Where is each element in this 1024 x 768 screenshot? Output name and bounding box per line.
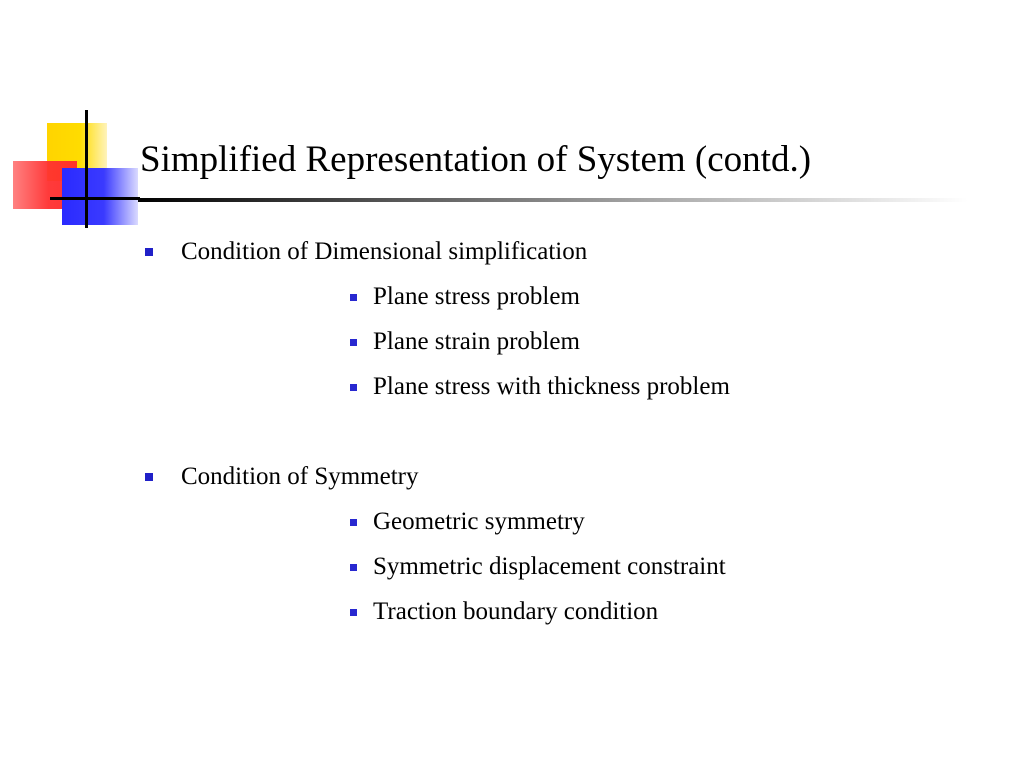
square-bullet-icon bbox=[350, 563, 357, 571]
slide-title: Simplified Representation of System (con… bbox=[140, 139, 812, 180]
square-bullet-icon bbox=[350, 338, 357, 346]
bullet-text: Geometric symmetry bbox=[373, 508, 585, 535]
title-underline bbox=[138, 198, 968, 202]
list-item: Plane strain problem bbox=[350, 326, 580, 358]
square-bullet-icon bbox=[350, 518, 357, 526]
bullet-text: Condition of Symmetry bbox=[181, 463, 419, 490]
bullet-text: Traction boundary condition bbox=[373, 598, 659, 625]
logo-horizontal-line bbox=[50, 197, 140, 200]
bullet-text: Plane strain problem bbox=[373, 328, 580, 355]
square-bullet-icon bbox=[145, 248, 153, 256]
bullet-text: Symmetric displacement constraint bbox=[373, 553, 726, 580]
logo-blue-square bbox=[62, 168, 138, 225]
list-item: Plane stress problem bbox=[350, 281, 580, 313]
section-heading: Condition of Dimensional simplification bbox=[145, 236, 587, 268]
square-bullet-icon bbox=[350, 383, 357, 391]
bullet-text: Condition of Dimensional simplification bbox=[181, 238, 588, 265]
square-bullet-icon bbox=[350, 293, 357, 301]
corner-logo bbox=[0, 0, 150, 240]
list-item: Plane stress with thickness problem bbox=[350, 371, 730, 403]
bullet-text: Plane stress with thickness problem bbox=[373, 373, 730, 400]
section-heading: Condition of Symmetry bbox=[145, 461, 419, 493]
list-item: Symmetric displacement constraint bbox=[350, 551, 726, 583]
list-item: Traction boundary condition bbox=[350, 596, 658, 628]
square-bullet-icon bbox=[350, 608, 357, 616]
list-item: Geometric symmetry bbox=[350, 506, 585, 538]
square-bullet-icon bbox=[145, 473, 153, 481]
bullet-text: Plane stress problem bbox=[373, 283, 580, 310]
logo-vertical-line bbox=[85, 110, 88, 228]
